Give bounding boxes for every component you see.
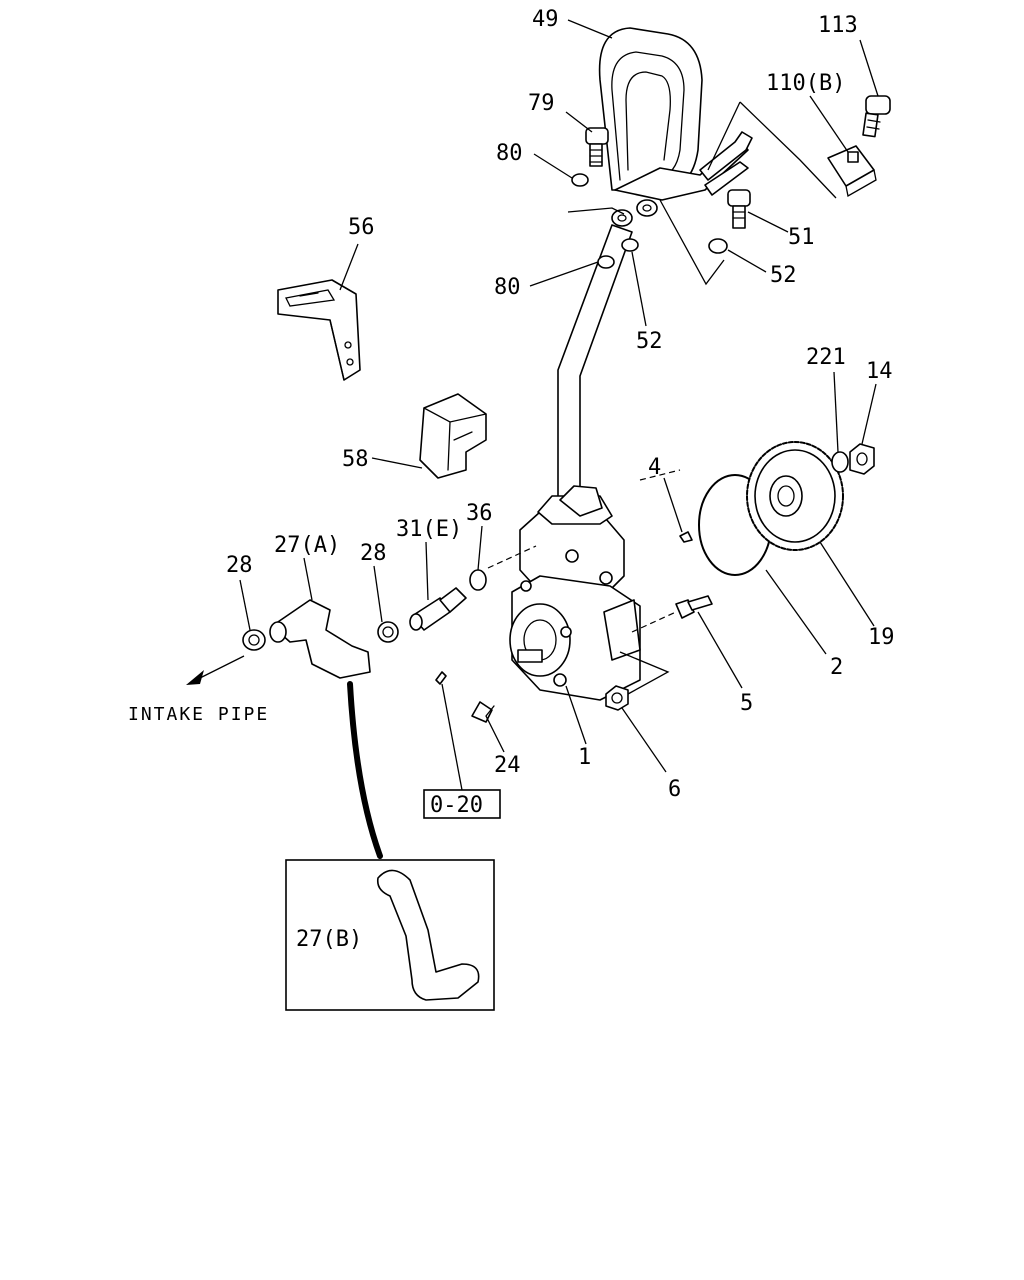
label-14: 14 — [866, 359, 893, 384]
label-2: 2 — [830, 655, 843, 680]
part-4-pin — [679, 531, 693, 543]
label-27a: 27(A) — [274, 533, 340, 558]
label-58: 58 — [342, 447, 369, 472]
label-79: 79 — [528, 91, 555, 116]
part-80-washer-upper — [571, 173, 589, 187]
part-51-bolt — [727, 189, 751, 229]
detail-box — [285, 859, 495, 1011]
intake-arrow — [186, 655, 245, 685]
label-1: 1 — [578, 745, 591, 770]
part-27b-hose — [376, 869, 480, 1001]
label-36: 36 — [466, 501, 493, 526]
label-51: 51 — [788, 225, 815, 250]
label-221: 221 — [806, 345, 846, 370]
part-24-plug — [471, 701, 495, 723]
label-28-left: 28 — [226, 553, 253, 578]
label-31e: 31(E) — [396, 517, 462, 542]
part-5-bolt — [675, 595, 713, 619]
label-52-lower: 52 — [636, 329, 663, 354]
leader-lines — [239, 19, 879, 973]
part-58-block — [419, 393, 487, 479]
part-56-bracket — [277, 279, 361, 381]
label-intake-pipe: INTAKE PIPE — [128, 704, 269, 725]
label-28-right: 28 — [360, 541, 387, 566]
label-ref-0-20: 0-20 — [430, 793, 483, 818]
part-52-washer-right — [708, 238, 728, 254]
part-labels: 49 113 110(B) 79 80 51 56 52 80 52 221 1… — [128, 7, 895, 952]
label-27b: 27(B) — [296, 927, 362, 952]
part-36-washer — [469, 569, 487, 591]
label-24: 24 — [494, 753, 521, 778]
small-pin — [435, 671, 447, 685]
part-14-nut — [849, 443, 875, 475]
label-56: 56 — [348, 215, 375, 240]
detail-connector — [347, 681, 383, 859]
label-110b: 110(B) — [766, 71, 845, 96]
part-31e-fitting — [409, 587, 467, 631]
part-6-nut — [605, 685, 629, 711]
label-6: 6 — [668, 777, 681, 802]
label-113: 113 — [818, 13, 858, 38]
label-49: 49 — [532, 7, 559, 32]
part-28-clamp-left — [242, 629, 266, 651]
delivery-pipe — [557, 224, 633, 511]
label-80-upper: 80 — [496, 141, 523, 166]
label-5: 5 — [740, 691, 753, 716]
part-52-washer-upper — [621, 238, 639, 252]
label-19: 19 — [868, 625, 895, 650]
part-80-washer-lower — [597, 255, 615, 269]
label-52-right: 52 — [770, 263, 797, 288]
dashed-lines — [487, 469, 681, 633]
banjo-fittings — [611, 199, 658, 227]
part-49-pipe-loop — [598, 27, 753, 201]
part-113-bolt — [862, 95, 891, 138]
part-1-compressor — [509, 485, 641, 701]
part-28-clamp-right — [377, 621, 399, 643]
part-79-bolt — [585, 127, 609, 167]
part-27a-hose — [269, 599, 371, 679]
part-19-gear — [746, 441, 844, 551]
label-4: 4 — [648, 455, 661, 480]
reference-box — [423, 789, 501, 819]
part-221-washer — [831, 451, 849, 473]
label-80-lower: 80 — [494, 275, 521, 300]
part-110b-clip — [827, 145, 877, 198]
